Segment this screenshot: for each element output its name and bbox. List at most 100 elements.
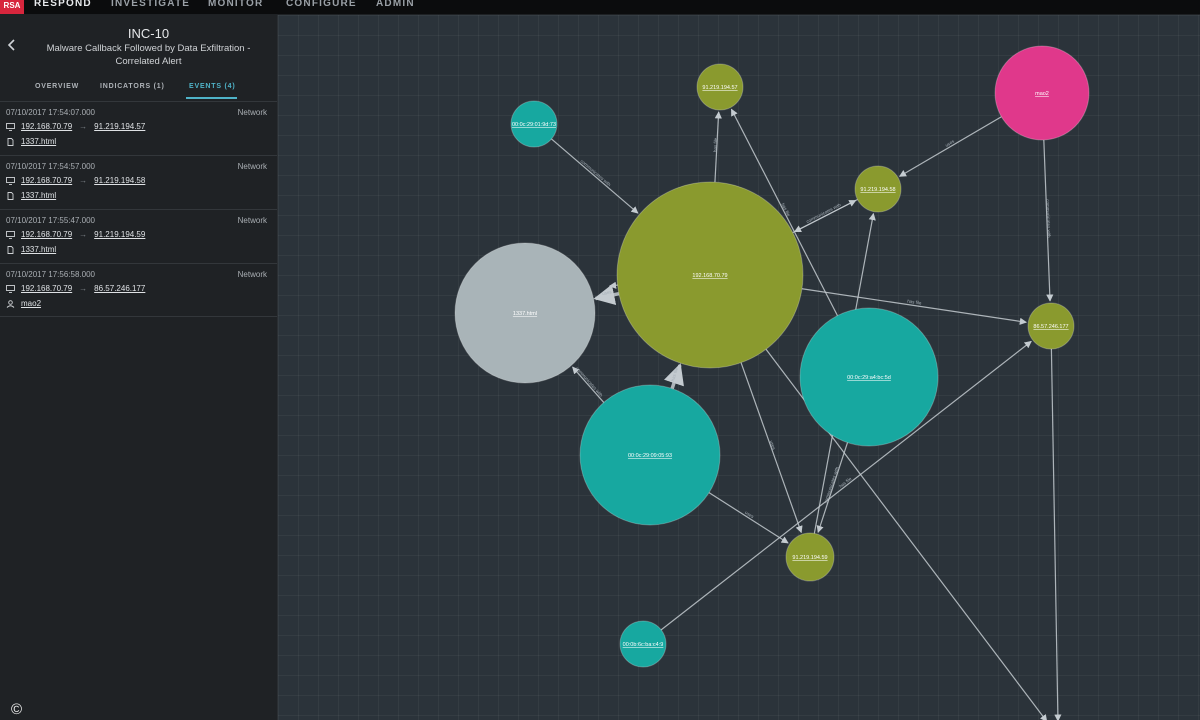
node-label[interactable]: 00:0c:29:01:9d:73 (512, 122, 556, 128)
node-circle[interactable] (619, 620, 667, 668)
event-connection: 192.168.70.79→91.219.194.58 (6, 176, 145, 185)
edge-label: has file (712, 137, 718, 152)
edge-label: uses (769, 440, 777, 451)
graph-edge (793, 198, 858, 233)
graph-edge (551, 138, 639, 214)
edge-label: has file (670, 366, 679, 382)
node-label[interactable]: 91.219.194.58 (860, 187, 895, 193)
node-circle[interactable] (785, 532, 835, 582)
event-file[interactable]: 1337.html (21, 245, 57, 254)
event-item[interactable]: 07/10/2017 17:54:07.000 Network 192.168.… (0, 101, 277, 155)
edge-label: uses (944, 138, 955, 147)
graph-edges (551, 108, 1062, 720)
nav-admin[interactable]: ADMIN (376, 0, 415, 9)
node-label[interactable]: 86.57.246.177 (1033, 324, 1068, 330)
node-circle[interactable] (696, 63, 744, 111)
graph-node-user[interactable]: mao2 (994, 45, 1090, 141)
graph-edge (740, 362, 803, 534)
node-label[interactable]: 00:0b:6c:ba:c4:9 (623, 642, 664, 648)
nav-configure[interactable]: CONFIGURE (286, 0, 357, 9)
node-label[interactable]: 00:0c:29:09:05:93 (628, 453, 672, 459)
graph-node-mac[interactable]: 00:0c:29:09:05:93 (579, 384, 721, 526)
graph-node-host[interactable]: 86.57.246.177 (1027, 302, 1075, 350)
node-circle[interactable] (1027, 302, 1075, 350)
event-file[interactable]: 1337.html (21, 191, 57, 200)
edge-label: uses (744, 510, 755, 520)
graph-edge (714, 111, 722, 183)
event-type: Network (237, 162, 267, 171)
node-circle[interactable] (994, 45, 1090, 141)
arrow-right-icon: → (79, 230, 88, 239)
event-type: Network (237, 108, 267, 117)
graph-node-file[interactable]: 1337.html (454, 242, 596, 384)
chevron-left-icon[interactable] (7, 39, 17, 51)
active-tab-underline (186, 97, 237, 99)
copyright-mark: © (11, 701, 23, 718)
file-icon (7, 191, 14, 200)
event-file[interactable]: 1337.html (21, 137, 57, 146)
node-label[interactable]: 00:0c:29:a4:bc:5d (847, 375, 891, 381)
nav-investigate[interactable]: INVESTIGATE (111, 0, 191, 9)
graph-node-mac[interactable]: 00:0c:29:a4:bc:5d (799, 307, 939, 447)
incident-title-line2: Correlated Alert (115, 56, 182, 67)
node-label[interactable]: 192.168.70.79 (692, 273, 727, 279)
tab-indicators[interactable]: INDICATORS (1) (100, 83, 165, 90)
node-label[interactable]: mao2 (1035, 91, 1049, 97)
node-circle[interactable] (454, 242, 596, 384)
event-src-ip[interactable]: 192.168.70.79 (21, 122, 73, 131)
arrow-right-icon: → (79, 284, 88, 293)
edge-label: has file (907, 299, 922, 306)
top-nav-bar: RSA RESPOND INVESTIGATE MONITOR CONFIGUR… (0, 0, 1200, 15)
node-circle[interactable] (510, 100, 558, 148)
graph-nodes: 192.168.70.79 1337.html 00:0c:29:09:05:93 0… (454, 45, 1090, 668)
event-dst-ip[interactable]: 91.219.194.58 (94, 176, 146, 185)
node-label[interactable]: 91.219.194.57 (702, 85, 737, 91)
node-circle[interactable] (616, 181, 804, 369)
event-src-ip[interactable]: 192.168.70.79 (21, 284, 73, 293)
event-time: 07/10/2017 17:54:57.000 (6, 162, 95, 171)
monitor-icon (6, 176, 15, 185)
event-dst-ip[interactable]: 91.219.194.57 (94, 122, 146, 131)
graph-edge (1043, 139, 1054, 302)
graph-node-mac[interactable]: 00:0b:6c:ba:c4:9 (619, 620, 667, 668)
nav-monitor[interactable]: MONITOR (208, 0, 264, 9)
graph-edge (572, 366, 605, 403)
node-label[interactable]: 91.219.194.59 (792, 555, 827, 561)
node-circle[interactable] (799, 307, 939, 447)
incident-title-line1: Malware Callback Followed by Data Exfilt… (46, 43, 251, 54)
graph-edge (664, 363, 684, 390)
event-src-ip[interactable]: 192.168.70.79 (21, 176, 73, 185)
node-label[interactable]: 1337.html (513, 311, 537, 317)
graph-node-mac[interactable]: 00:0c:29:01:9d:73 (510, 100, 558, 148)
edge-label: communicates with (580, 159, 613, 188)
event-type: Network (237, 270, 267, 279)
monitor-icon (6, 122, 15, 131)
tab-overview[interactable]: OVERVIEW (35, 83, 80, 90)
event-connection: 192.168.70.79 → 91.219.194.59 (6, 230, 145, 239)
graph-edge (898, 116, 1002, 177)
graph-node-host[interactable]: 91.219.194.57 (696, 63, 744, 111)
graph-node-host[interactable]: 192.168.70.79 (616, 181, 804, 369)
incident-title: Malware Callback Followed by Data Exfilt… (20, 42, 277, 68)
graph-edge (1050, 348, 1062, 720)
event-artifact: 1337.html (6, 245, 56, 254)
node-circle[interactable] (579, 384, 721, 526)
event-dst-ip[interactable]: 91.219.194.59 (94, 230, 146, 239)
event-src-ip[interactable]: 192.168.70.79 (21, 230, 73, 239)
graph-node-host[interactable]: 91.219.194.58 (854, 165, 902, 213)
graph-node-host[interactable]: 91.219.194.59 (785, 532, 835, 582)
event-user[interactable]: mao2 (21, 299, 42, 308)
graph-edge (730, 108, 839, 316)
tab-events[interactable]: EVENTS (4) (189, 83, 236, 90)
event-item[interactable]: 07/10/2017 17:56:58.000 Network 192.168.… (0, 263, 277, 317)
event-item[interactable]: 07/10/2017 17:54:57.000 Network 192.168.… (0, 155, 277, 209)
nav-respond[interactable]: RESPOND (34, 0, 92, 9)
graph-edge (608, 281, 618, 289)
graph-edge (801, 288, 1027, 325)
event-dst-ip[interactable]: 86.57.246.177 (94, 284, 146, 293)
node-circle[interactable] (854, 165, 902, 213)
event-artifact: 1337.html (6, 137, 56, 146)
event-item[interactable]: 07/10/2017 17:55:47.000 Network 192.168.… (0, 209, 277, 263)
